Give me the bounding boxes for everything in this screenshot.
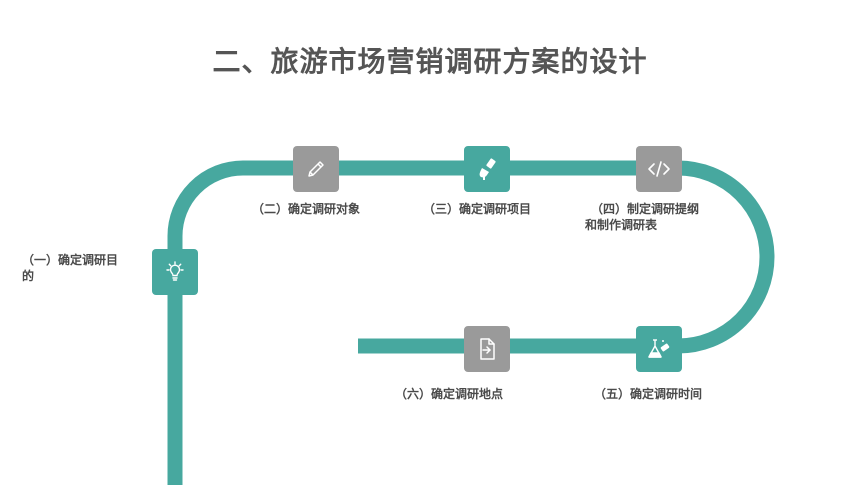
step-2-node[interactable] (293, 146, 339, 192)
file-export-icon (480, 338, 495, 360)
page-title: 二、旅游市场营销调研方案的设计 (212, 45, 648, 78)
step-1-label-line1: （一）确定调研目 (22, 253, 119, 267)
lightbulb-icon (166, 261, 184, 281)
step-2-label: （二）确定调研对象 (252, 202, 361, 216)
step-4-label: （四）制定调研提纲 和制作调研表 (585, 201, 699, 233)
step-1-label: （一）确定调研目 的 (22, 252, 118, 284)
step-6-label: （六）确定调研地点 (395, 387, 504, 401)
flask-icon (648, 339, 670, 358)
code-icon (648, 161, 670, 177)
step-6-node[interactable] (464, 326, 510, 372)
step-1-node[interactable] (152, 249, 198, 295)
step-1-label-line2: 的 (22, 269, 35, 283)
step-3-label: （三）确定调研项目 (423, 202, 532, 216)
step-5-label: （五）确定调研时间 (594, 387, 703, 401)
step-3-node[interactable] (464, 146, 510, 192)
step-4-node[interactable] (636, 146, 682, 192)
step-4-label-line1: （四）制定调研提纲 (591, 202, 700, 216)
step-5-node[interactable] (636, 326, 682, 372)
pencil-icon (308, 161, 324, 177)
paint-brush-icon (479, 158, 496, 180)
step-4-label-line2: 和制作调研表 (585, 218, 658, 232)
